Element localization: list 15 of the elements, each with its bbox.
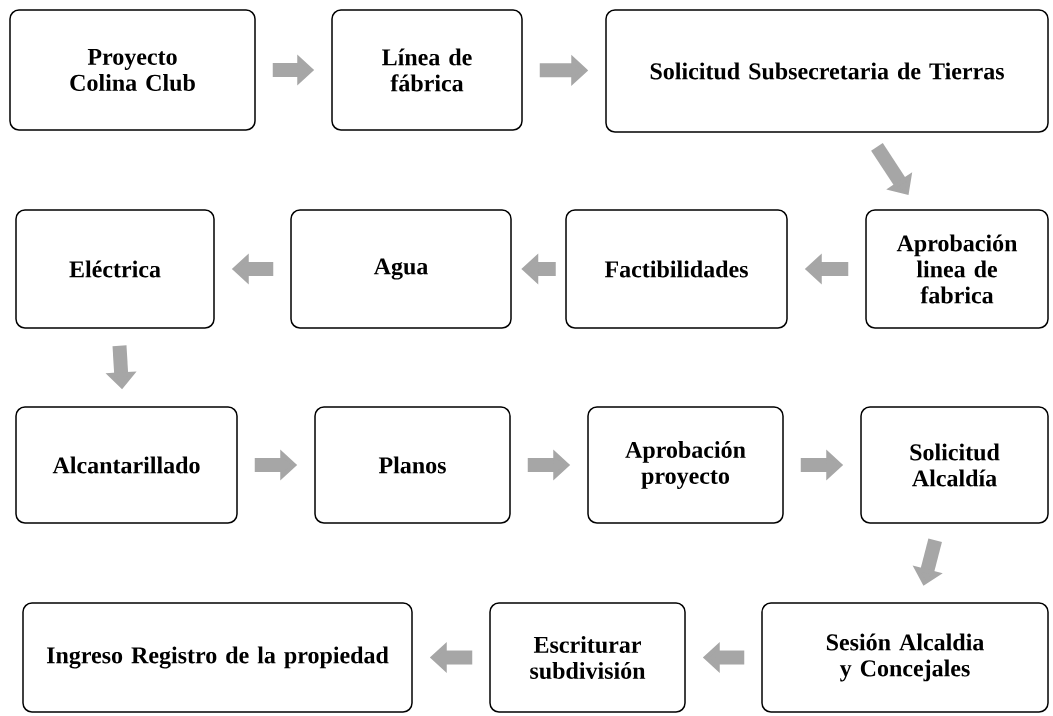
process-box: Agua bbox=[290, 209, 512, 329]
process-box: Proyecto Colina Club bbox=[9, 9, 256, 131]
process-box: Alcantarillado bbox=[15, 406, 238, 524]
process-box: Aprobación proyecto bbox=[587, 406, 784, 524]
block-arrow bbox=[871, 143, 913, 195]
process-box: Factibilidades bbox=[565, 209, 788, 329]
process-box: Solicitud Alcaldía bbox=[860, 406, 1049, 524]
process-box: Línea de fábrica bbox=[331, 9, 523, 131]
process-box: Sesión Alcaldia y Concejales bbox=[761, 602, 1049, 713]
process-box: Solicitud Subsecretaria de Tierras bbox=[605, 9, 1049, 133]
process-box: Eléctrica bbox=[15, 209, 215, 329]
process-box: Ingreso Registro de la propiedad bbox=[22, 602, 413, 713]
process-box: Aprobación linea de fabrica bbox=[865, 209, 1049, 329]
process-box: Escriturar subdivisión bbox=[489, 602, 686, 713]
process-box: Planos bbox=[314, 406, 511, 524]
